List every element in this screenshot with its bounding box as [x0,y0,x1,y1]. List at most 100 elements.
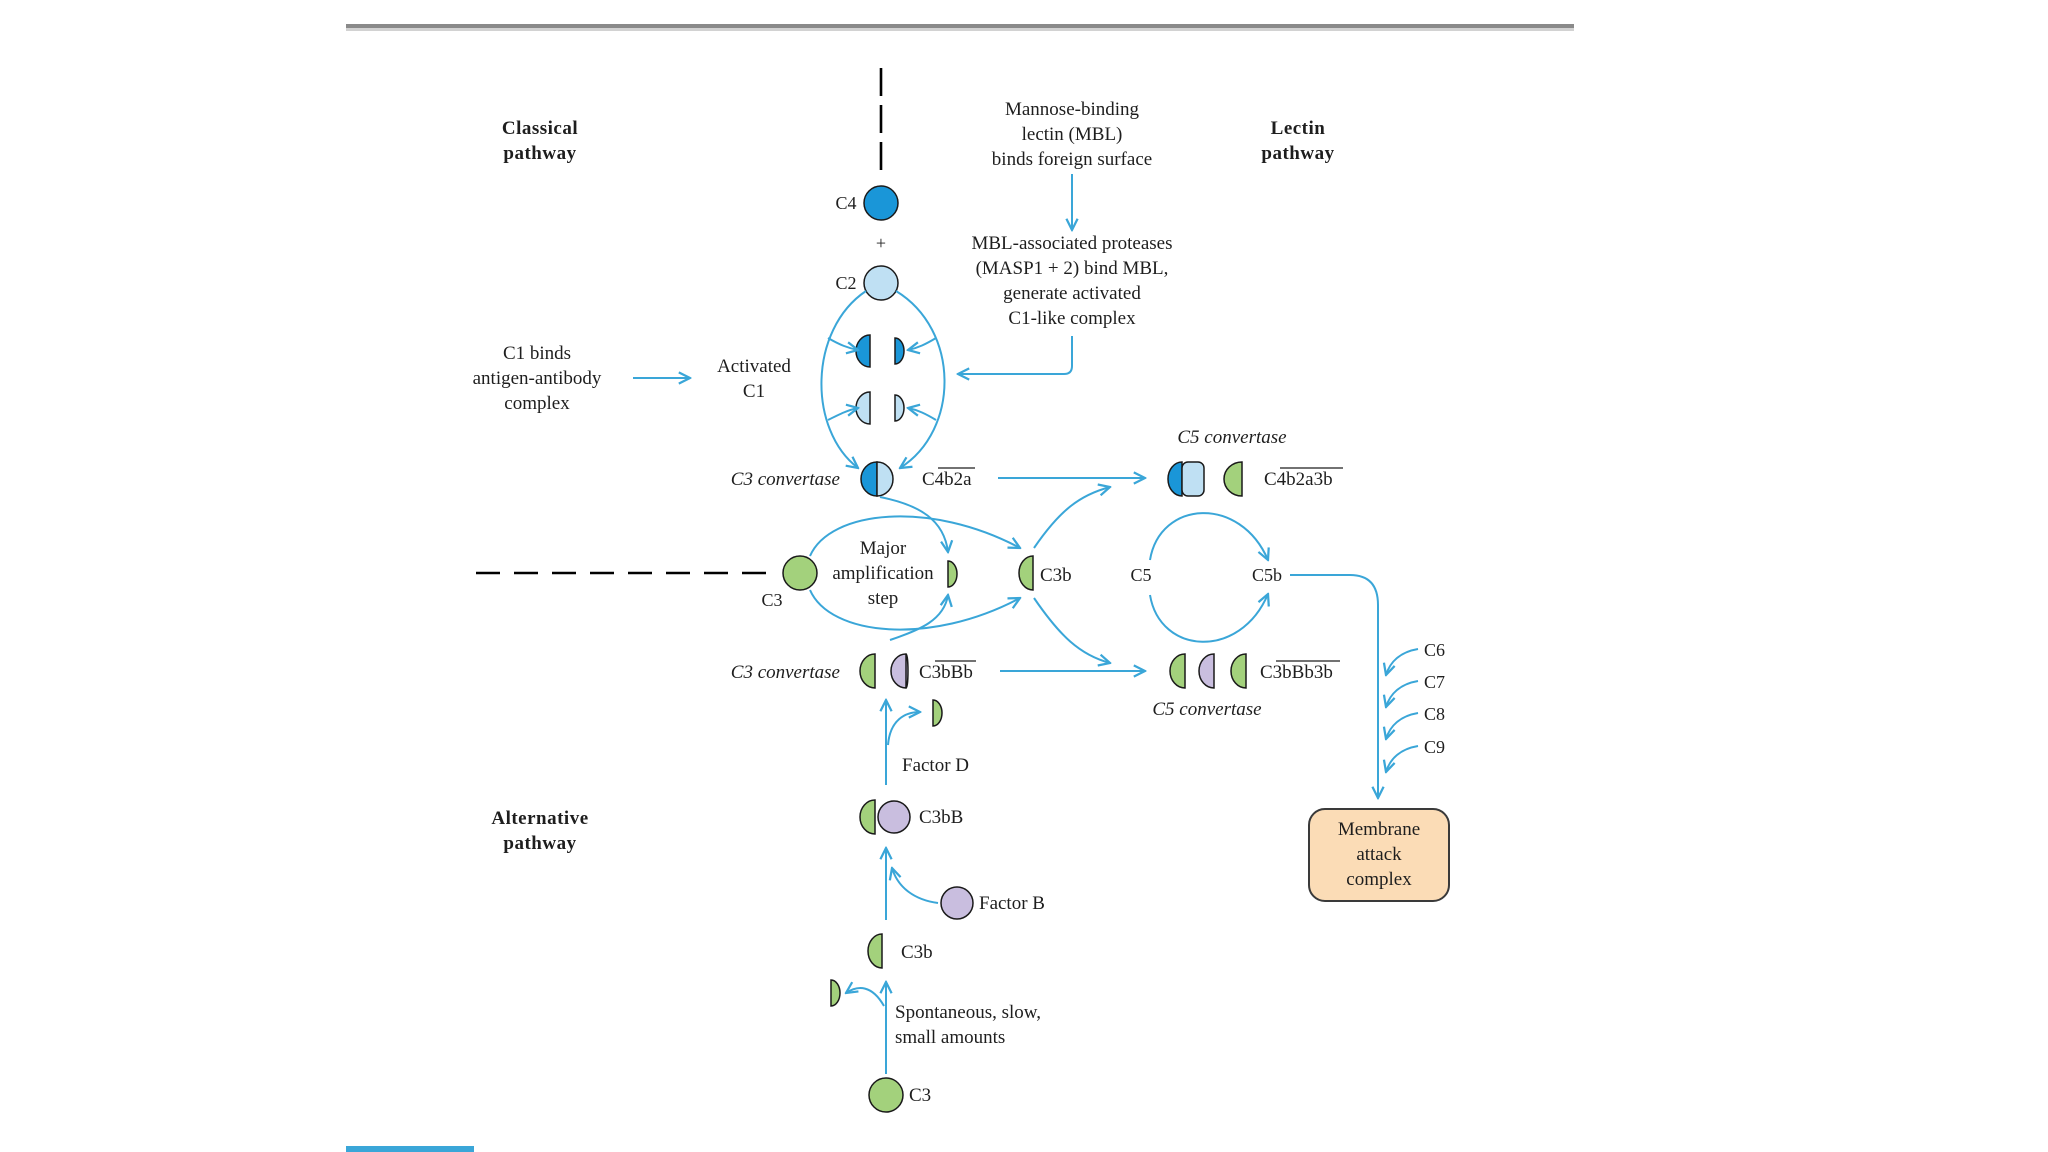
arrow-c5b-to-mac [1290,574,1378,798]
ba-fragment [932,699,943,727]
c4b2a3b-c2a-part [1181,461,1205,497]
bottom-strip [346,1146,474,1152]
c2-label: C2 [835,273,856,293]
c3b-middle-molecule [1018,555,1034,591]
c3bbb3b-c3b-part [1169,653,1186,689]
c3-middle-label: C3 [761,590,782,610]
c3bbb3b-c3b2-part [1230,653,1247,689]
c6-label: C6 [1424,640,1445,660]
arrow-amplification-top [809,515,1020,557]
masp-text-1: MBL-associated proteases [971,233,1172,254]
c3b-bottom-molecule [867,933,883,969]
arrow-c8-join [1386,712,1419,739]
arrow-c3-convertase-acts-top [879,496,948,552]
c5b-label: C5b [1252,565,1282,585]
mbl-text-1: Mannose-binding [1005,99,1140,120]
arrow-c2-loop-left [820,290,867,468]
masp-text-4: C1-like complex [1008,308,1136,329]
mac-text-3: complex [1346,869,1412,890]
amplification-text-3: step [868,588,899,609]
c3a-fragment-bottom [830,979,841,1007]
arrow-c3b-to-alt-c5-convertase [1033,597,1110,663]
c3-bottom-label: C3 [909,1085,931,1106]
c4-molecule [863,185,899,221]
arrow-c9-join [1386,745,1419,772]
c3b-middle-label: C3b [1040,565,1072,586]
c4-label: C4 [835,193,856,213]
c3bB-label: C3bB [919,807,963,828]
lectin-pathway-title-2: pathway [1261,143,1334,164]
c3-convertase-classical-label: C3 convertase [731,469,840,490]
arrow-c3-convertase-acts-bottom [889,595,948,641]
c4-cleaved-left-half [855,334,871,368]
c1-binds-text-1: C1 binds [503,343,571,364]
top-rule [346,24,1574,28]
arrow-c3b-to-classical-c5-convertase [1033,487,1110,549]
plus-sign: + [876,233,886,253]
amplification-text-2: amplification [832,563,934,584]
arrow-c3a-release [846,988,885,1007]
c3bbb3b-bb-part [1198,653,1215,689]
activated-c1-text-2: C1 [743,381,765,402]
mbl-text-3: binds foreign surface [992,149,1152,170]
c5-convertase-alt-label: C5 convertase [1152,699,1261,720]
arrow-amplification-bottom [809,589,1020,631]
c2-molecule [863,265,899,301]
c5-label: C5 [1130,565,1151,585]
lectin-pathway-title-1: Lectin [1271,118,1326,139]
amplification-text-1: Major [860,538,907,559]
c8-label: C8 [1424,704,1445,724]
c3a-fragment-middle [947,560,958,588]
activated-c1-text-1: Activated [717,356,791,377]
classical-pathway-title-1: Classical [502,118,578,139]
c3-middle-molecule [782,555,818,591]
arrow-c2b-release [908,408,937,421]
c1-binds-text-3: complex [504,393,570,414]
factor-b-molecule [940,886,974,920]
arrow-c4a-release [908,337,937,350]
c4b2a-name: C4b2a [922,469,972,490]
c3bbb-name: C3bBb [919,662,973,683]
top-rule-shadow [346,28,1574,31]
arrow-factor-b-join [892,868,939,904]
masp-text-2: (MASP1 + 2) bind MBL, [976,258,1169,279]
mac-text-1: Membrane [1338,819,1420,840]
factor-b-label: Factor B [979,893,1045,914]
c3bbb-bb-part [890,653,909,689]
c4b2a3b-c3b-part [1223,461,1243,497]
c3bB-factor-b-part [877,800,911,834]
arrow-c5-cleavage-bottom [1149,594,1268,643]
mac-text-2: attack [1356,844,1402,865]
classical-pathway-title-2: pathway [503,143,576,164]
c5-convertase-classical-label: C5 convertase [1177,427,1286,448]
arrow-c6-join [1386,648,1419,675]
membrane-attack-complex-box [1308,808,1450,902]
c9-label: C9 [1424,737,1445,757]
masp-text-3: generate activated [1003,283,1141,304]
c4a-fragment [894,337,905,365]
arrows [633,174,1419,1074]
factor-d-label: Factor D [902,755,969,776]
c2-cleaved-left-half [855,391,871,425]
arrow-c5-cleavage-top [1149,512,1268,560]
c3-bottom-molecule [868,1077,904,1113]
arrow-activated-to-c4 [827,337,858,350]
arrow-activated-to-c2 [827,408,858,421]
c3bB-c3b-part [859,799,876,835]
c4b2a3b-c4b-part [1167,461,1183,497]
mbl-text-2: lectin (MBL) [1022,124,1123,145]
arrow-ba-release [887,712,920,746]
alternative-pathway-title-2: pathway [503,833,576,854]
c4b2a-c4b-part [860,461,878,497]
c3-convertase-alt-label: C3 convertase [731,662,840,683]
c3b-bottom-label: C3b [901,942,933,963]
arrow-c2-loop-right [895,290,946,468]
arrow-c7-join [1386,680,1419,707]
arrow-masp-to-cleavage [958,336,1073,374]
c2b-fragment [894,394,905,422]
c3bbb3b-name: C3bBb3b [1260,662,1333,683]
spontaneous-text-1: Spontaneous, slow, [895,1002,1041,1023]
c3bbb-c3b-part [859,653,876,689]
spontaneous-text-2: small amounts [895,1027,1005,1048]
